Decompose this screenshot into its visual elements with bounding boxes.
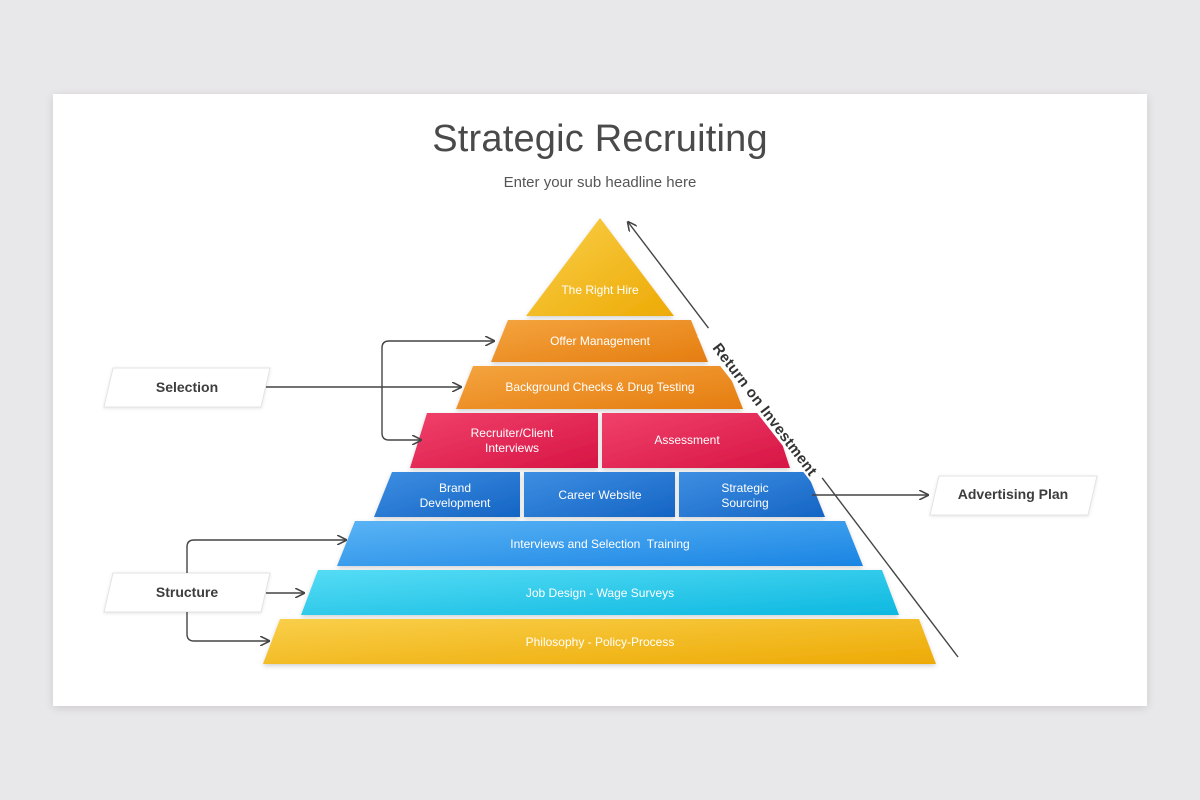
advertising-tag (929, 475, 1098, 516)
label-sourcing-line2: Sourcing (721, 496, 768, 510)
structure-arrow-lower (186, 612, 269, 641)
label-assessment: Assessment (654, 433, 720, 447)
label-career-website: Career Website (558, 488, 641, 502)
label-offer-management: Offer Management (550, 334, 650, 348)
pyramid-level-recruiter (410, 413, 598, 468)
advertising-label: Advertising Plan (958, 486, 1068, 502)
label-brand-line2: Development (420, 496, 491, 510)
pyramid-level-philosophy (263, 619, 936, 664)
label-right-hire: The Right Hire (561, 283, 639, 297)
pyramid-level-career (524, 472, 675, 517)
selection-arrow-upper (381, 341, 494, 387)
roi-line-mask (697, 323, 831, 485)
pyramid-level-brand (374, 472, 520, 517)
label-philosophy: Philosophy - Policy-Process (526, 635, 675, 649)
selection-label: Selection (156, 379, 218, 395)
label-sourcing-line1: Strategic (721, 481, 768, 495)
pyramid-level-job-design (301, 570, 899, 615)
structure-arrow-upper (186, 540, 346, 573)
label-recruiter-line1: Recruiter/Client (471, 426, 554, 440)
selection-tag (103, 367, 271, 408)
pyramid-level-assessment (602, 413, 790, 468)
label-brand-line1: Brand (439, 481, 471, 495)
structure-tag (103, 572, 271, 613)
label-training: Interviews and Selection Training (510, 537, 689, 551)
page-title: Strategic Recruiting (432, 118, 768, 160)
pyramid-level-background (456, 366, 743, 409)
pyramid-level-top (526, 218, 674, 316)
pyramid-level-training (337, 521, 863, 566)
page-subtitle: Enter your sub headline here (503, 174, 697, 191)
selection-arrow-lower (381, 387, 421, 440)
pyramid-level-offer (491, 320, 708, 362)
label-recruiter-line2: Interviews (485, 441, 539, 455)
label-background-checks: Background Checks & Drug Testing (505, 380, 694, 394)
label-job-design: Job Design - Wage Surveys (526, 586, 674, 600)
pyramid-level-sourcing (679, 472, 825, 517)
structure-label: Structure (156, 584, 218, 600)
